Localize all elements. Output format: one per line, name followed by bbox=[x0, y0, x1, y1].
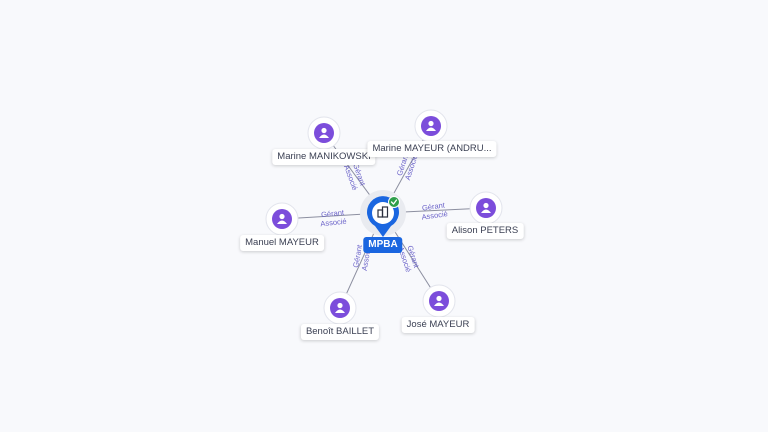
person-node[interactable] bbox=[414, 109, 448, 143]
person-node[interactable] bbox=[265, 202, 299, 236]
person-name-label[interactable]: Manuel MAYEUR bbox=[240, 235, 324, 251]
person-name-label[interactable]: Marine MAYEUR (ANDRU... bbox=[367, 141, 497, 157]
person-icon bbox=[319, 127, 329, 138]
person-name-label[interactable]: Alison PETERS bbox=[446, 223, 524, 239]
person-name-label[interactable]: Marine MANIKOWSKI bbox=[272, 149, 376, 165]
edge-role-2: Associé bbox=[320, 217, 347, 229]
person-node[interactable] bbox=[323, 291, 357, 325]
check-icon bbox=[388, 196, 400, 208]
edge-role-2: Associé bbox=[421, 209, 448, 222]
edge-role-1: Gérant bbox=[321, 208, 346, 219]
person-icon bbox=[277, 213, 287, 224]
person-icon bbox=[434, 295, 444, 306]
person-icon bbox=[335, 302, 345, 313]
company-node[interactable] bbox=[360, 190, 406, 237]
edge-role-1: Gérant bbox=[421, 200, 446, 212]
company-name-label[interactable]: MPBA bbox=[363, 237, 403, 253]
edge-role-1: Gérant bbox=[351, 243, 364, 268]
person-name-label[interactable]: José MAYEUR bbox=[401, 317, 475, 333]
person-node[interactable] bbox=[422, 284, 456, 318]
person-node[interactable] bbox=[469, 191, 503, 225]
person-icon bbox=[426, 120, 436, 131]
person-icon bbox=[481, 202, 491, 213]
person-node[interactable] bbox=[307, 116, 341, 150]
person-name-label[interactable]: Benoît BAILLET bbox=[300, 324, 380, 340]
building-icon bbox=[377, 206, 389, 218]
